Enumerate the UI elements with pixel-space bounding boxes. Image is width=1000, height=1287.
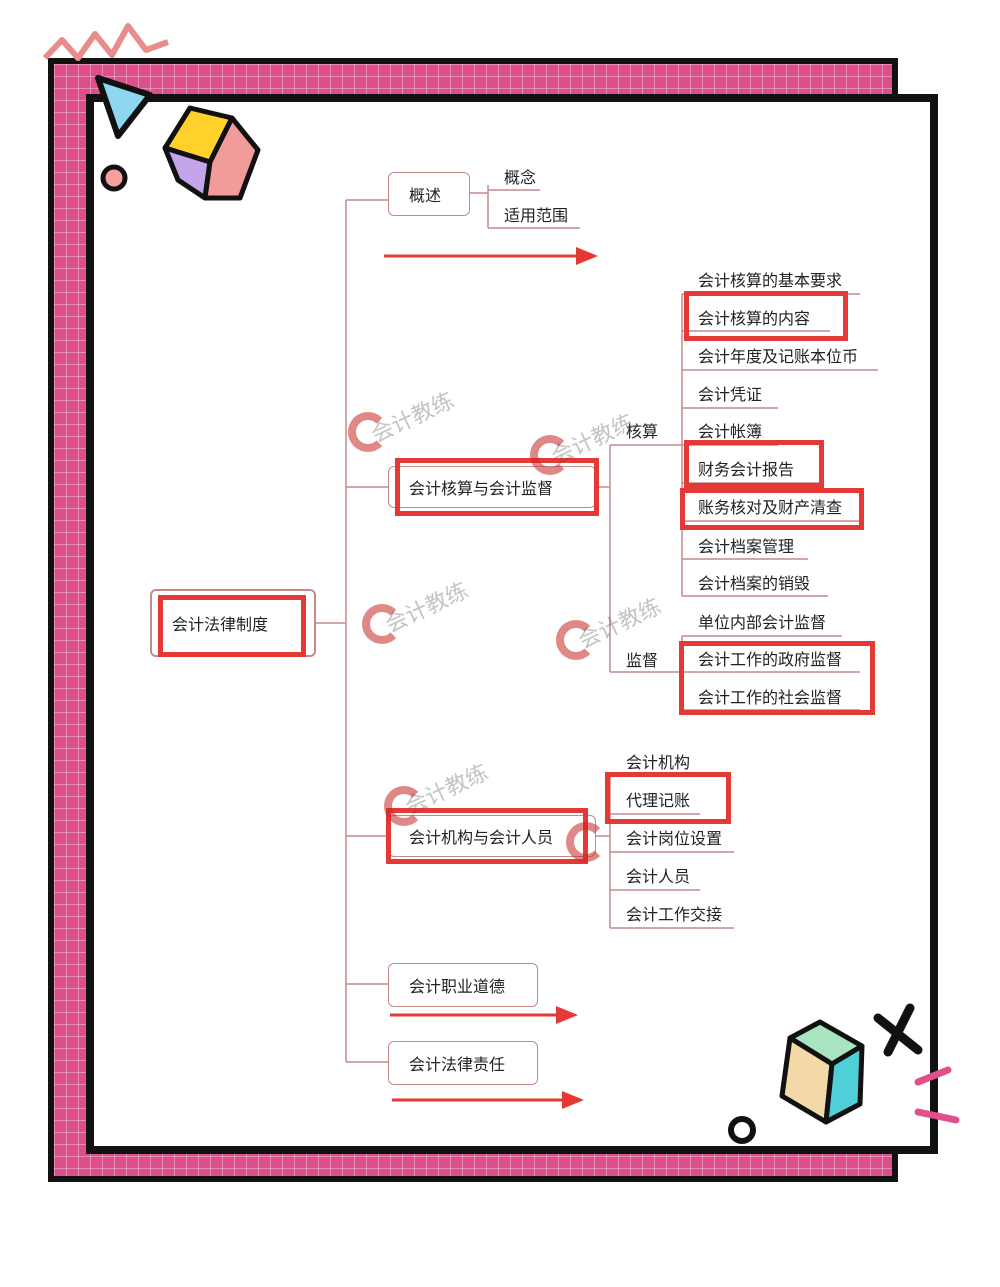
node-ethics-label: 会计职业道德 [409, 973, 505, 997]
leaf-hesuan-2[interactable]: 会计年度及记账本位币 [698, 343, 858, 367]
leaf-jiandu-0[interactable]: 单位内部会计监督 [698, 609, 826, 633]
arrow-liability [392, 1091, 584, 1109]
node-overview[interactable]: 概述 [388, 172, 470, 216]
highlight-reconcile [680, 488, 864, 530]
leaf-hesuan-3[interactable]: 会计凭证 [698, 381, 762, 405]
arrow-overview [384, 247, 598, 265]
arrow-ethics [390, 1006, 578, 1024]
leaf-institution-4[interactable]: 会计工作交接 [626, 901, 722, 925]
leaf-institution-2[interactable]: 会计岗位设置 [626, 825, 722, 849]
node-ethics[interactable]: 会计职业道德 [388, 963, 538, 1007]
leaf-institution-3[interactable]: 会计人员 [626, 863, 690, 887]
node-liability-label: 会计法律责任 [409, 1051, 505, 1075]
leaf-hesuan-4[interactable]: 会计帐簿 [698, 418, 762, 442]
leaf-hesuan-7[interactable]: 会计档案管理 [698, 533, 794, 557]
leaf-overview-1[interactable]: 适用范围 [504, 202, 568, 226]
node-jiandu[interactable]: 监督 [626, 647, 658, 671]
leaf-institution-0[interactable]: 会计机构 [626, 749, 690, 773]
highlight-report [684, 440, 824, 488]
node-overview-label: 概述 [409, 182, 441, 206]
highlight-supervision [679, 641, 875, 715]
highlight-root [158, 595, 306, 657]
leaf-overview-0[interactable]: 概念 [504, 164, 536, 188]
highlight-agency [605, 772, 731, 824]
highlight-hesuan-content [684, 291, 848, 341]
watermark-logo-icon [566, 822, 606, 862]
highlight-accounting [395, 458, 599, 516]
node-liability[interactable]: 会计法律责任 [388, 1041, 538, 1085]
leaf-hesuan-8[interactable]: 会计档案的销毁 [698, 570, 810, 594]
leaf-hesuan-0[interactable]: 会计核算的基本要求 [698, 267, 842, 291]
